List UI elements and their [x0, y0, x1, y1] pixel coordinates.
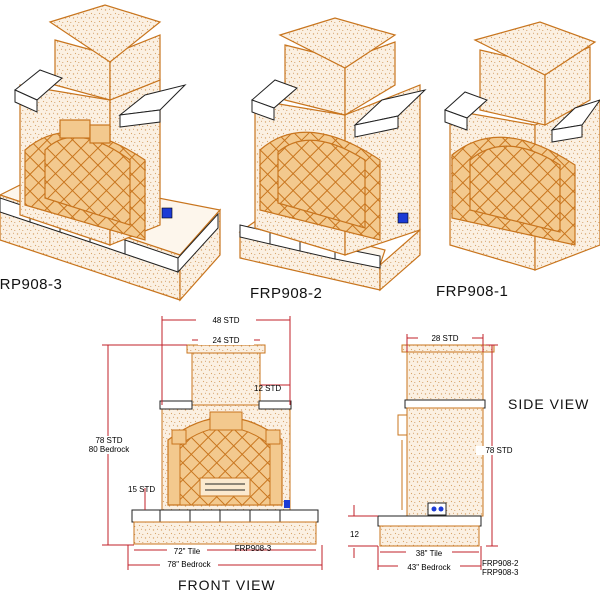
fireplace-frp908-2-drawing [238, 17, 427, 292]
model-label-frp908-1: FRP908-1 [436, 283, 509, 300]
gas-valve-icon [161, 207, 173, 219]
dim-chimney-width: 24 STD [198, 336, 254, 345]
fireplace-frp908-1-drawing [444, 21, 600, 271]
dim-firebox-height: 15 STD [128, 485, 156, 494]
dim-chimney-step: 12 STD [254, 384, 282, 393]
dim-height-line1: 78 STD [86, 436, 132, 445]
side-view-title: SIDE VIEW [508, 396, 590, 412]
dim-side-model-b: FRP908-3 [482, 568, 519, 577]
dim-hearth-height: 12 [350, 530, 359, 539]
gas-valve-icon [397, 212, 409, 224]
dim-side-height: 78 STD [476, 446, 522, 455]
dim-chimney-depth: 28 STD [418, 334, 472, 343]
dim-hearth-model: FRP908-3 [234, 544, 272, 553]
dim-width-total: 48 STD [196, 316, 256, 325]
fireplace-frp908-3-drawing [0, 4, 222, 302]
dim-depth-bedrock: 43" Bedrock [398, 563, 460, 572]
front-view-drawing [131, 344, 319, 545]
front-view-title: FRONT VIEW [178, 577, 276, 593]
dim-height-line2: 80 Bedrock [76, 445, 142, 454]
dim-depth-tile: 38" Tile [406, 549, 452, 558]
dim-hearth-tile: 72" Tile [167, 547, 207, 556]
model-label-frp908-3: FRP908-3 [0, 276, 63, 293]
side-view-drawing [377, 344, 495, 547]
dim-hearth-bedrock: 78" Bedrock [160, 560, 218, 569]
dim-side-model-a: FRP908-2 [482, 559, 519, 568]
model-label-frp908-2: FRP908-2 [250, 285, 323, 302]
